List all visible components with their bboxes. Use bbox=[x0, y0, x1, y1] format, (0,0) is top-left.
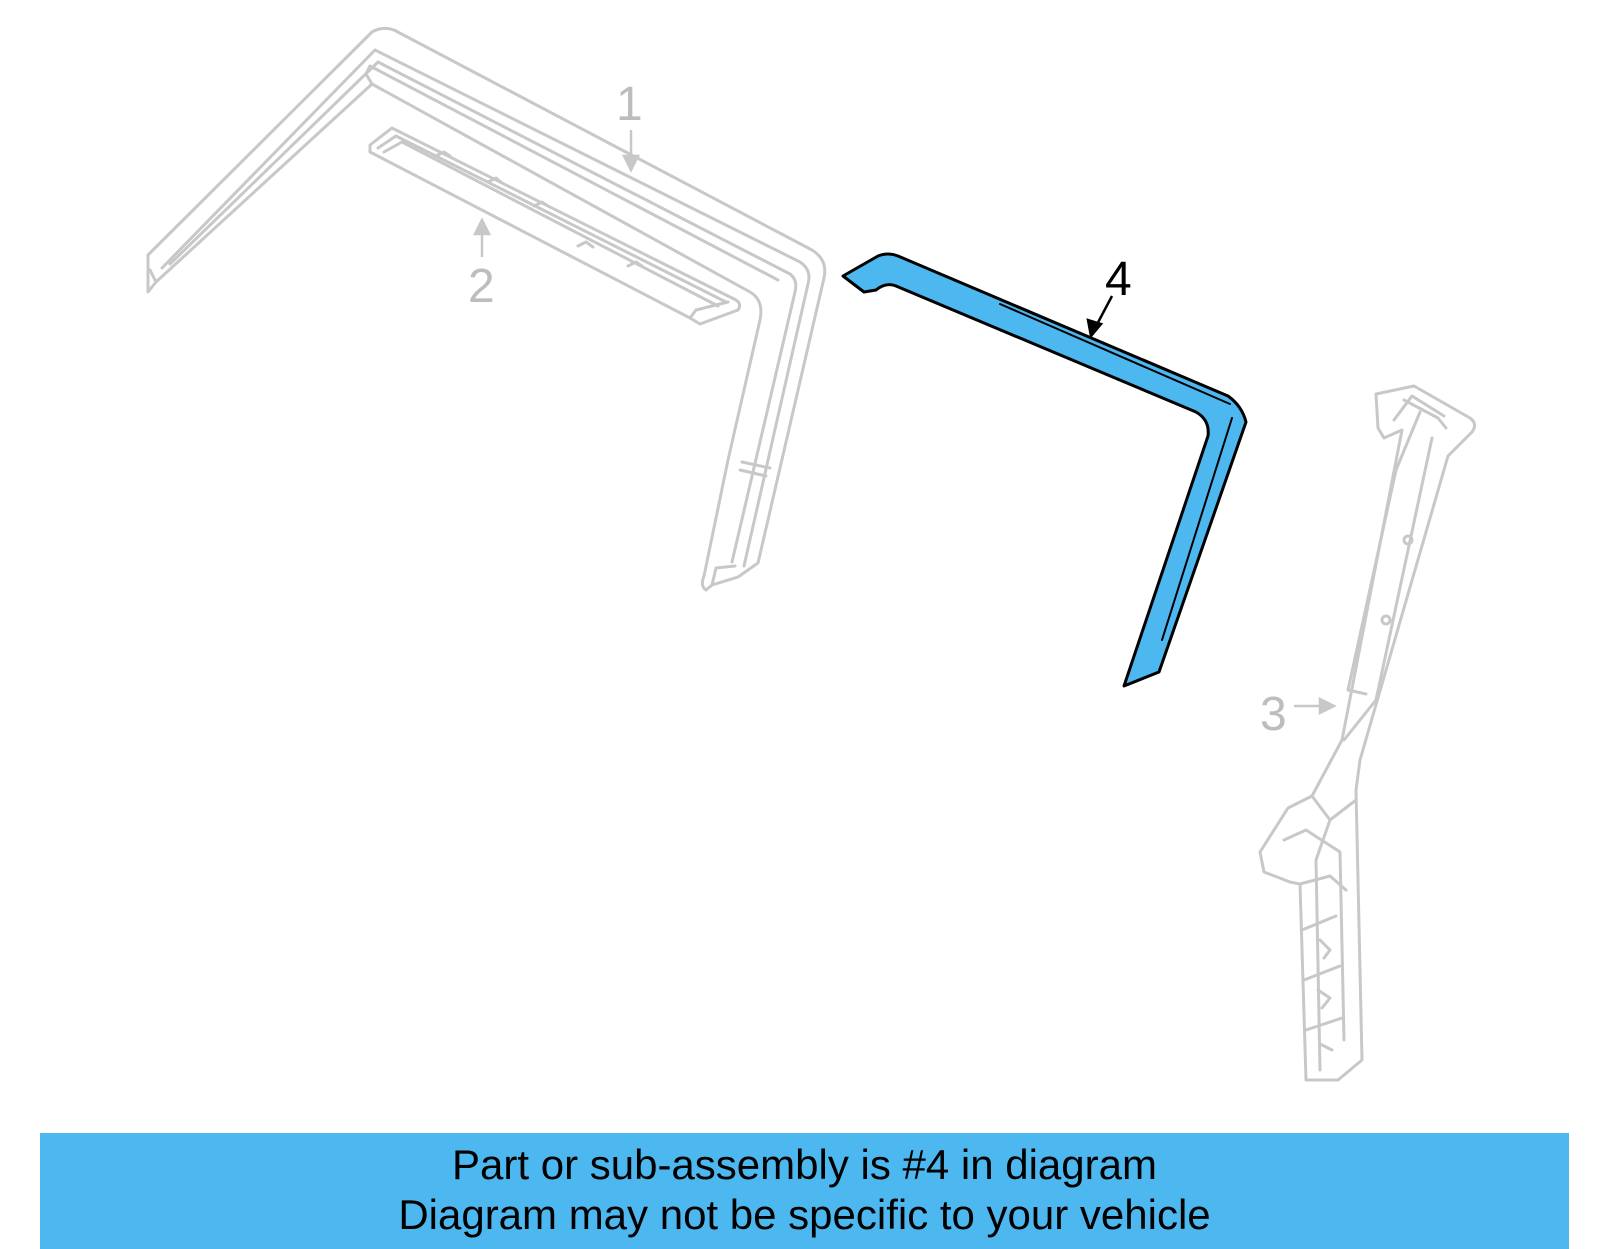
part-2-header-rail bbox=[368, 126, 742, 326]
part-4-weatherstrip bbox=[841, 252, 1248, 688]
leader-1-arrow bbox=[621, 154, 641, 173]
callout-3: 3 bbox=[1260, 688, 1287, 741]
leader-2-arrow bbox=[472, 217, 492, 236]
banner-line-2: Diagram may not be specific to your vehi… bbox=[398, 1191, 1211, 1238]
leader-4-arrow bbox=[1086, 318, 1104, 339]
leader-3-arrow bbox=[1318, 696, 1337, 716]
callout-4: 4 bbox=[1105, 253, 1132, 306]
part-1-windshield-frame bbox=[146, 26, 827, 592]
callout-leaders bbox=[472, 130, 1337, 716]
callout-1: 1 bbox=[616, 78, 643, 131]
part-3-pillar bbox=[1258, 384, 1477, 1082]
callout-2: 2 bbox=[468, 260, 495, 313]
banner-line-1: Part or sub-assembly is #4 in diagram bbox=[452, 1141, 1157, 1188]
info-banner: Part or sub-assembly is #4 in diagram Di… bbox=[40, 1133, 1569, 1249]
weatherstrip-body bbox=[841, 252, 1248, 688]
weatherstrip-inner-line bbox=[999, 303, 1233, 641]
